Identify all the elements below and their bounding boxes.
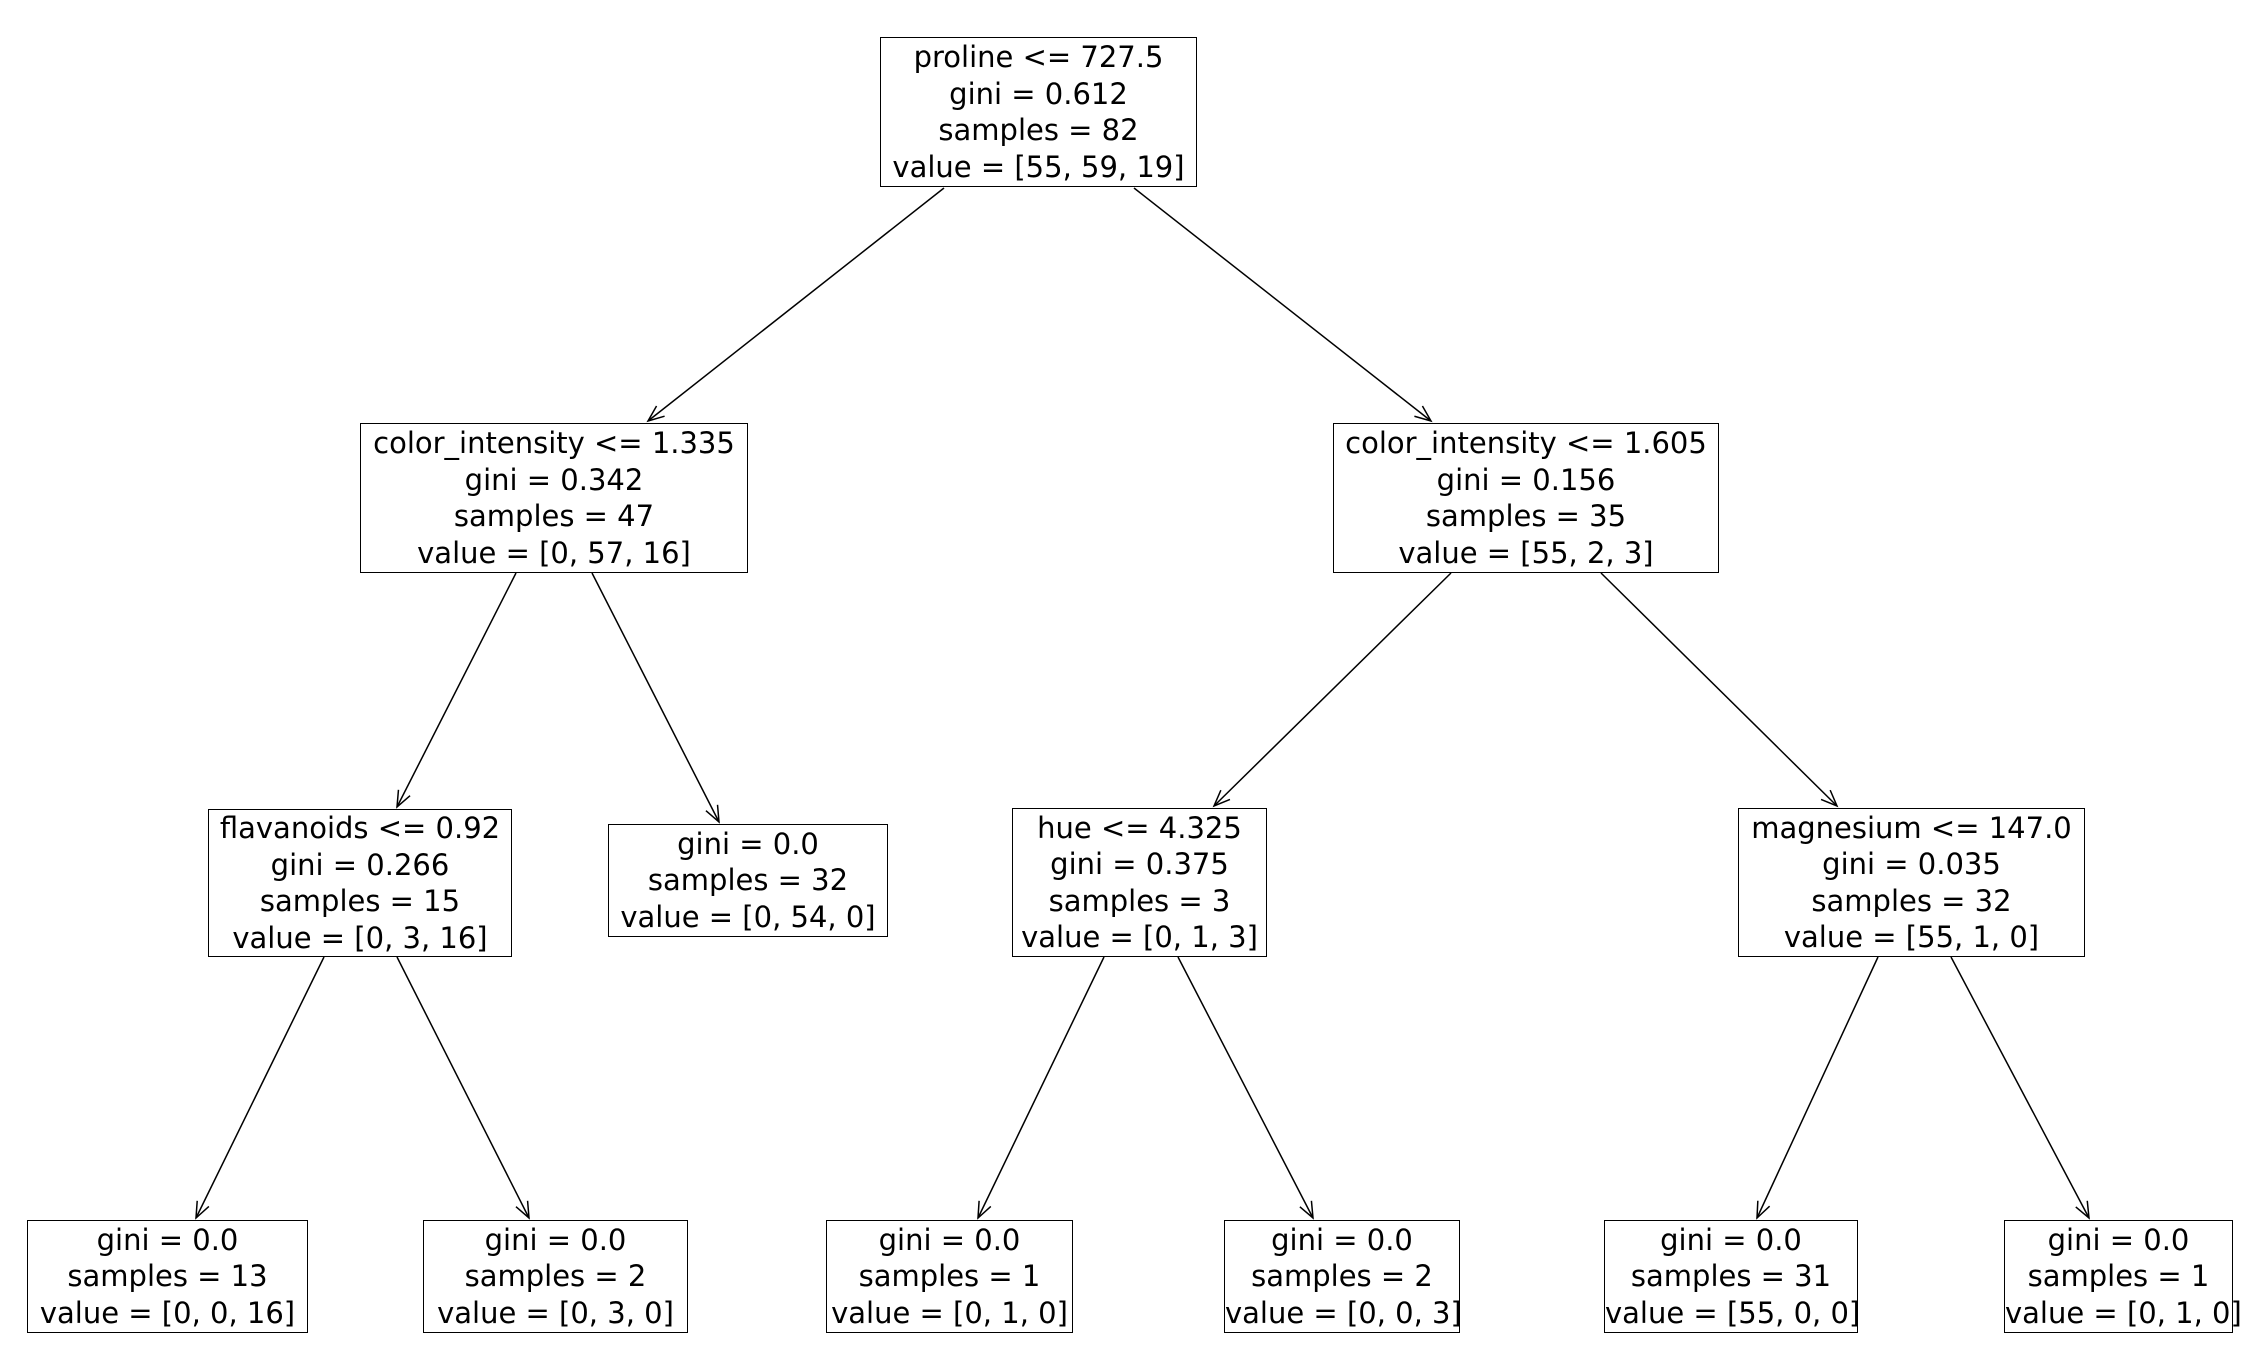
- node-value-text: value = [0, 57, 16]: [417, 535, 691, 570]
- tree-node-magnesium: magnesium <= 147.0 gini = 0.035 samples …: [1738, 808, 2085, 957]
- tree-leaf-samples-13: gini = 0.0 samples = 13 value = [0, 0, 1…: [27, 1220, 308, 1333]
- node-samples-text: samples = 32: [647, 863, 849, 898]
- node-value-text: value = [55, 59, 19]: [892, 149, 1185, 184]
- edge-root-to-right: [1133, 187, 1433, 423]
- tree-node-color-intensity-right: color_intensity <= 1.605 gini = 0.156 sa…: [1333, 423, 1719, 573]
- node-value-text: value = [0, 0, 3]: [1225, 1295, 1462, 1330]
- node-condition-text: magnesium <= 147.0: [1751, 810, 2072, 845]
- tree-leaf-samples-2-right: gini = 0.0 samples = 2 value = [0, 0, 3]: [1224, 1220, 1462, 1333]
- node-samples-text: samples = 3: [1048, 883, 1231, 918]
- node-condition-text: proline <= 727.5: [913, 40, 1164, 74]
- edge-hue-to-leaf3: [977, 956, 1105, 1220]
- tree-node-root: proline <= 727.5 gini = 0.612 samples = …: [880, 37, 1197, 187]
- node-samples-text: samples = 1: [2027, 1259, 2210, 1294]
- node-value-text: value = [55, 1, 0]: [1783, 920, 2040, 954]
- tree-leaf-samples-32: gini = 0.0 samples = 32 value = [0, 54, …: [608, 824, 888, 937]
- edge-right-to-hue: [1212, 572, 1452, 808]
- node-gini-text: gini = 0.156: [1436, 462, 1616, 497]
- node-gini-text: gini = 0.342: [464, 462, 644, 497]
- node-value-text: value = [0, 3, 0]: [437, 1295, 674, 1330]
- tree-leaf-samples-2-left: gini = 0.0 samples = 2 value = [0, 3, 0]: [423, 1220, 688, 1333]
- node-value-text: value = [0, 1, 0]: [831, 1295, 1068, 1330]
- node-samples-text: samples = 47: [453, 499, 655, 533]
- edge-root-to-left: [646, 187, 945, 423]
- node-value-text: value = [0, 54, 0]: [620, 899, 876, 934]
- node-gini-text: gini = 0.0: [484, 1222, 627, 1257]
- node-value-text: value = [0, 1, 3]: [1021, 920, 1258, 954]
- node-condition-text: color_intensity <= 1.605: [1345, 426, 1707, 460]
- node-gini-text: gini = 0.0: [1271, 1222, 1413, 1257]
- node-gini-text: gini = 0.035: [1822, 847, 2001, 881]
- edge-flavanoids-to-leaf1: [195, 956, 325, 1220]
- node-value-text: value = [0, 1, 0]: [2005, 1295, 2242, 1330]
- edge-left-to-leaf54: [591, 572, 720, 824]
- tree-node-flavanoids: flavanoids <= 0.92 gini = 0.266 samples …: [208, 809, 512, 957]
- edge-left-to-flavanoids: [396, 572, 517, 809]
- node-condition-text: color_intensity <= 1.335: [373, 426, 735, 460]
- node-samples-text: samples = 32: [1811, 883, 2012, 918]
- node-condition-text: hue <= 4.325: [1037, 810, 1242, 845]
- node-samples-text: samples = 35: [1425, 499, 1627, 533]
- edge-magnesium-to-leaf5: [1756, 956, 1879, 1220]
- node-samples-text: samples = 2: [464, 1259, 647, 1294]
- node-samples-text: samples = 2: [1251, 1259, 1433, 1294]
- tree-leaf-samples-1-right: gini = 0.0 samples = 1 value = [0, 1, 0]: [2004, 1220, 2242, 1333]
- edge-flavanoids-to-leaf2: [396, 956, 530, 1220]
- tree-node-color-intensity-left: color_intensity <= 1.335 gini = 0.342 sa…: [360, 423, 748, 573]
- node-value-text: value = [0, 0, 16]: [39, 1295, 296, 1330]
- tree-node-hue: hue <= 4.325 gini = 0.375 samples = 3 va…: [1012, 808, 1267, 957]
- node-value-text: value = [0, 3, 16]: [232, 920, 488, 955]
- tree-leaf-samples-31: gini = 0.0 samples = 31 value = [55, 0, …: [1604, 1220, 1861, 1333]
- node-gini-text: gini = 0.0: [1660, 1222, 1802, 1257]
- node-gini-text: gini = 0.612: [949, 76, 1128, 111]
- node-value-text: value = [55, 0, 0]: [1605, 1295, 1861, 1330]
- node-gini-text: gini = 0.0: [677, 826, 819, 861]
- node-samples-text: samples = 15: [259, 884, 461, 918]
- edge-magnesium-to-leaf6: [1950, 956, 2090, 1220]
- node-value-text: value = [55, 2, 3]: [1398, 535, 1654, 570]
- node-samples-text: samples = 13: [67, 1259, 268, 1294]
- node-gini-text: gini = 0.375: [1050, 847, 1229, 881]
- node-samples-text: samples = 82: [938, 113, 1139, 147]
- node-condition-text: flavanoids <= 0.92: [219, 811, 501, 845]
- tree-leaf-samples-1-left: gini = 0.0 samples = 1 value = [0, 1, 0]: [826, 1220, 1073, 1333]
- node-gini-text: gini = 0.0: [96, 1222, 239, 1257]
- edge-right-to-magnesium: [1600, 572, 1839, 808]
- node-gini-text: gini = 0.266: [270, 847, 450, 882]
- node-samples-text: samples = 31: [1630, 1259, 1832, 1294]
- node-gini-text: gini = 0.0: [2047, 1222, 2190, 1257]
- node-gini-text: gini = 0.0: [878, 1222, 1021, 1257]
- node-samples-text: samples = 1: [858, 1259, 1041, 1294]
- edge-hue-to-leaf4: [1177, 956, 1314, 1220]
